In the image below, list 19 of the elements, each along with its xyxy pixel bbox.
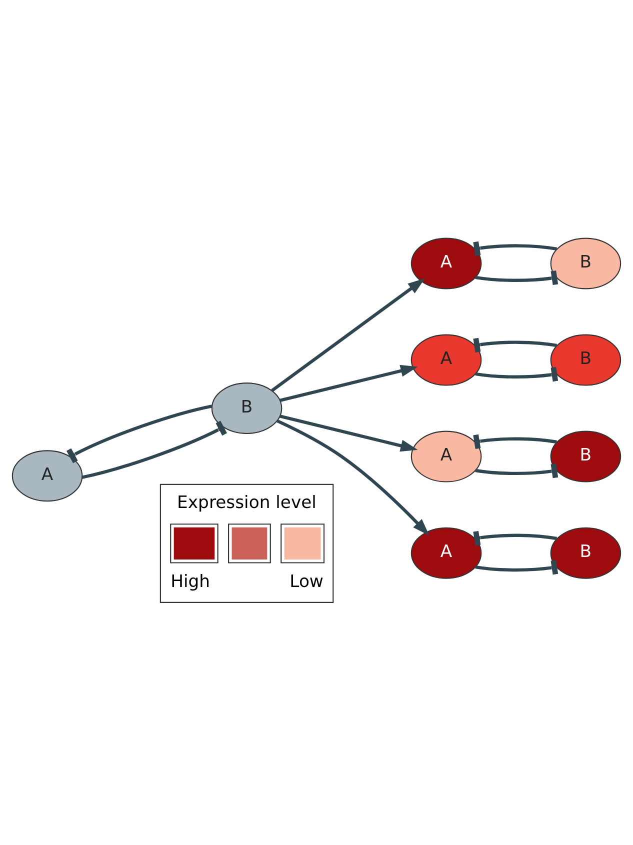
- connector: [82, 420, 227, 479]
- connector: [66, 404, 212, 464]
- connector: [473, 434, 558, 450]
- connector: [473, 241, 558, 256]
- connector: [473, 530, 557, 546]
- connector: [473, 338, 558, 352]
- connector: [475, 270, 558, 286]
- arrow: [280, 414, 418, 452]
- arrow: [271, 278, 426, 392]
- arrow: [276, 419, 430, 536]
- label: Expression level: [177, 492, 316, 513]
- node-ellipse: A: [12, 450, 83, 502]
- connector: [475, 560, 558, 575]
- arrow: [280, 364, 418, 402]
- legend-label: Low: [290, 572, 324, 592]
- connector: [475, 367, 558, 382]
- connector: [475, 464, 558, 478]
- node-ellipse: B: [211, 382, 282, 434]
- legend-label: High: [170, 572, 210, 592]
